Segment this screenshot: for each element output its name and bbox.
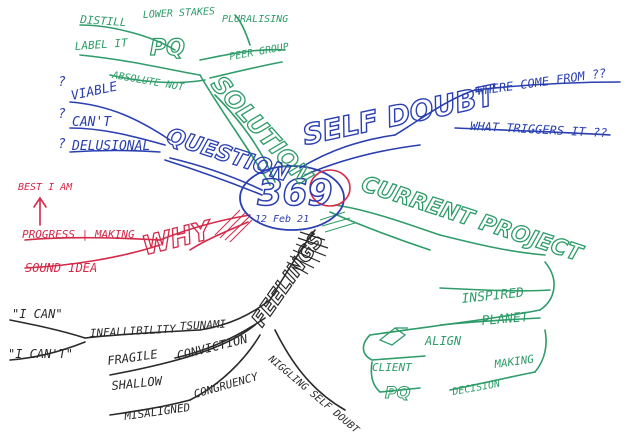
shallow-label: SHALLOW (111, 374, 165, 393)
best-i-am-label: BEST I AM (18, 182, 73, 193)
center-number: 369 (257, 173, 332, 214)
sound-idea-label: SOUND IDEA (25, 261, 97, 275)
cant-label: CAN'T (72, 115, 112, 130)
center-date: 12 Feb 21 (255, 214, 309, 225)
why-title: WHY (139, 215, 217, 262)
peer-group-label: PEER GROUP (229, 42, 290, 63)
what-triggers-label: WHAT TRIGGERS IT ?? (470, 119, 608, 140)
infallibility-label: INFALLIBILITY (89, 322, 177, 340)
client-pq-label: PQ (385, 383, 411, 402)
current-project-hatch (319, 211, 356, 233)
question-mark-1: ? (58, 75, 66, 90)
conviction-label: CONVICTION (175, 332, 249, 363)
viable-label: VIABLE (70, 79, 119, 103)
making-label: MAKING (493, 353, 536, 372)
progress-making-label: PROGRESS | MAKING (22, 228, 135, 241)
why-hatch (214, 209, 253, 243)
decision-label: DECISION (451, 379, 502, 399)
pq-label: PQ (150, 36, 185, 61)
distill-label: DISTILL (79, 13, 127, 29)
feelings-title: FEELINGS (246, 228, 328, 331)
absolute-not-label: ABSOLUTE NOT (110, 70, 185, 94)
fragile-label: FRAGILE (106, 347, 159, 368)
current-project-branch (329, 204, 555, 393)
tsunami-label: TSUNAMI (179, 318, 226, 333)
i-cant-label: "I CAN'T" (8, 347, 73, 361)
question-mark-2: ? (58, 107, 66, 122)
client-label: CLIENT (372, 361, 413, 374)
feelings-branch (9, 229, 346, 416)
feelings-hatch (286, 231, 329, 275)
niggling-label: NIGGLING SELF DOUBT (265, 353, 361, 436)
where-from-label: WHERE COME FROM ?? (476, 66, 607, 98)
misaligned-label: MISALIGNED (123, 401, 192, 423)
align-label: ALIGN (424, 334, 462, 348)
lower-stakes-label: LOWER STAKES (143, 6, 216, 21)
pluralising-label: PLURALISING (222, 14, 288, 25)
solution-branch (79, 14, 286, 186)
self-doubt-title: SELF DOUBT (300, 78, 501, 151)
i-can-label: "I CAN" (12, 307, 63, 321)
inspired-label: INSPIRED (461, 285, 525, 306)
delusional-label: DELUSIONAL (71, 139, 150, 154)
question-mark-3: ? (58, 137, 66, 152)
planet-label: PLANET (481, 310, 530, 329)
question-branch (69, 101, 263, 196)
center-node: 369 12 Feb 21 (239, 165, 351, 231)
handshake-icon (378, 327, 408, 346)
label-it-label: LABEL IT (74, 36, 129, 53)
